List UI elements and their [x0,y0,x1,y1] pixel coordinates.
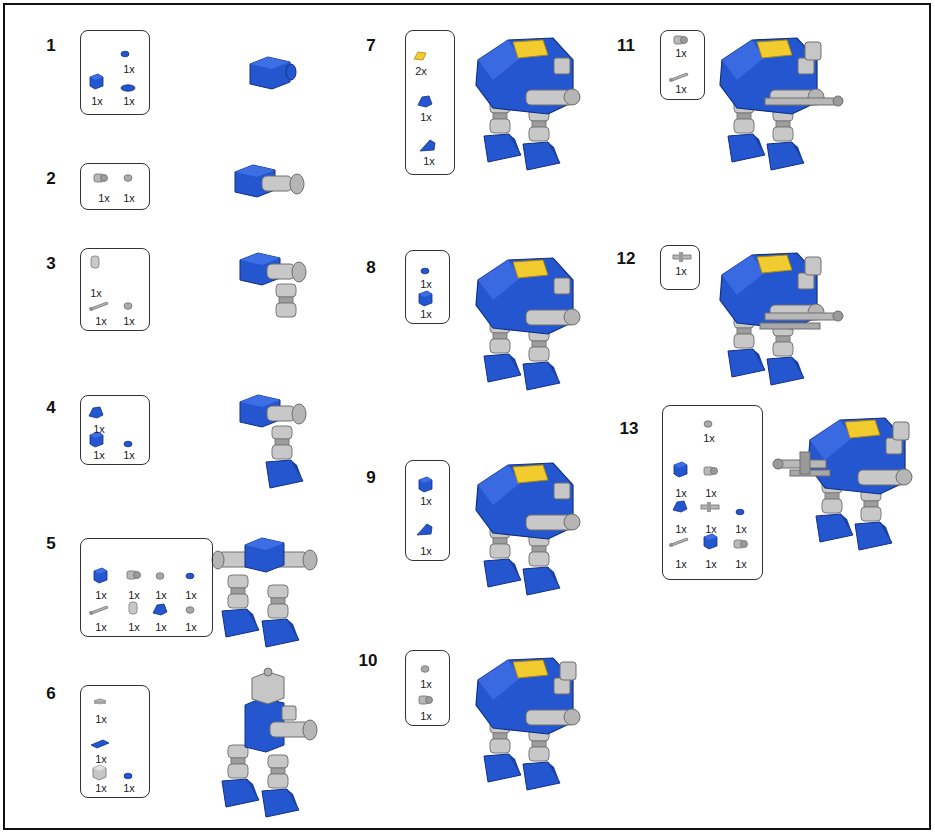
quantity-label: 1x [95,783,107,794]
assembly-model [720,253,843,385]
parts-callout-box: 101x1x [405,650,450,726]
parts-callout-box: 51x1x1x1x1x1x1x1x [80,538,213,637]
assembly-model [240,395,306,488]
parts-callout-box: 121x [660,245,700,290]
quantity-label: 1x [420,279,432,290]
assembly-model [476,38,580,170]
quantity-label: 1x [420,546,432,557]
parts-callout-box: 31x1x1x [80,248,150,331]
quantity-label: 1x [123,96,135,107]
parts-callout-box: 111x1x [660,30,705,100]
parts-callout-box: 131x1x1x1x1x1x1x1x1x [662,405,763,580]
assembly-model [773,418,912,550]
assembly-model [235,165,304,197]
quantity-label: 1x [675,524,687,535]
quantity-label: 1x [128,622,140,633]
step-number: 8 [366,258,375,278]
quantity-label: 1x [705,524,717,535]
step-number: 10 [359,651,378,671]
quantity-label: 1x [420,112,432,123]
quantity-label: 1x [675,488,687,499]
quantity-label: 1x [675,84,687,95]
quantity-label: 1x [420,679,432,690]
parts-callout-box: 41x1x1x [80,395,150,465]
assembly-model [720,38,843,170]
assembly-model [476,258,580,390]
quantity-label: 1x [155,622,167,633]
quantity-label: 1x [155,590,167,601]
quantity-label: 1x [90,288,102,299]
step-number: 2 [46,169,55,189]
step-number: 12 [617,249,636,269]
parts-callout-box: 81x1x [405,250,450,324]
quantity-label: 2x [415,66,427,77]
assembly-model [212,538,317,647]
assembly-model [240,253,306,317]
quantity-label: 1x [420,711,432,722]
quantity-label: 1x [128,590,140,601]
step-number: 7 [366,36,375,56]
quantity-label: 1x [95,754,107,765]
part-icons [89,36,748,780]
parts-callout-box: 91x1x [405,460,450,561]
assembly-model [476,463,580,595]
parts-callout-box: 61x1x1x1x [80,685,150,798]
step-number: 4 [46,398,55,418]
quantity-label: 1x [123,316,135,327]
step-number: 1 [46,36,55,56]
quantity-label: 1x [93,424,105,435]
step-number: 9 [366,468,375,488]
quantity-label: 1x [705,488,717,499]
quantity-label: 1x [675,559,687,570]
assembly-model [250,57,296,89]
quantity-label: 1x [91,96,103,107]
page-frame [4,4,930,829]
quantity-label: 1x [423,156,435,167]
quantity-label: 1x [123,450,135,461]
quantity-label: 1x [123,64,135,75]
quantity-label: 1x [703,433,715,444]
assembly-model [222,668,317,817]
step-number: 11 [617,36,635,56]
quantity-label: 1x [185,590,197,601]
quantity-label: 1x [675,48,687,59]
quantity-label: 1x [675,266,687,277]
quantity-label: 1x [93,450,105,461]
quantity-label: 1x [123,193,135,204]
step-number: 3 [46,254,55,274]
quantity-label: 1x [95,622,107,633]
parts-callout-box: 72x1x1x [405,30,455,175]
quantity-label: 1x [95,714,107,725]
step-number: 6 [46,684,55,704]
quantity-label: 1x [705,559,717,570]
quantity-label: 1x [185,622,197,633]
quantity-label: 1x [420,496,432,507]
parts-callout-box: 21x1x [80,163,150,210]
quantity-label: 1x [420,309,432,320]
assembly-model [476,658,580,790]
quantity-label: 1x [123,783,135,794]
parts-callout-box: 11x1x1x [80,30,150,115]
step-number: 5 [46,534,55,554]
quantity-label: 1x [735,524,747,535]
quantity-label: 1x [735,559,747,570]
quantity-label: 1x [95,316,107,327]
quantity-label: 1x [95,590,107,601]
quantity-label: 1x [98,193,110,204]
step-number: 13 [620,419,639,439]
